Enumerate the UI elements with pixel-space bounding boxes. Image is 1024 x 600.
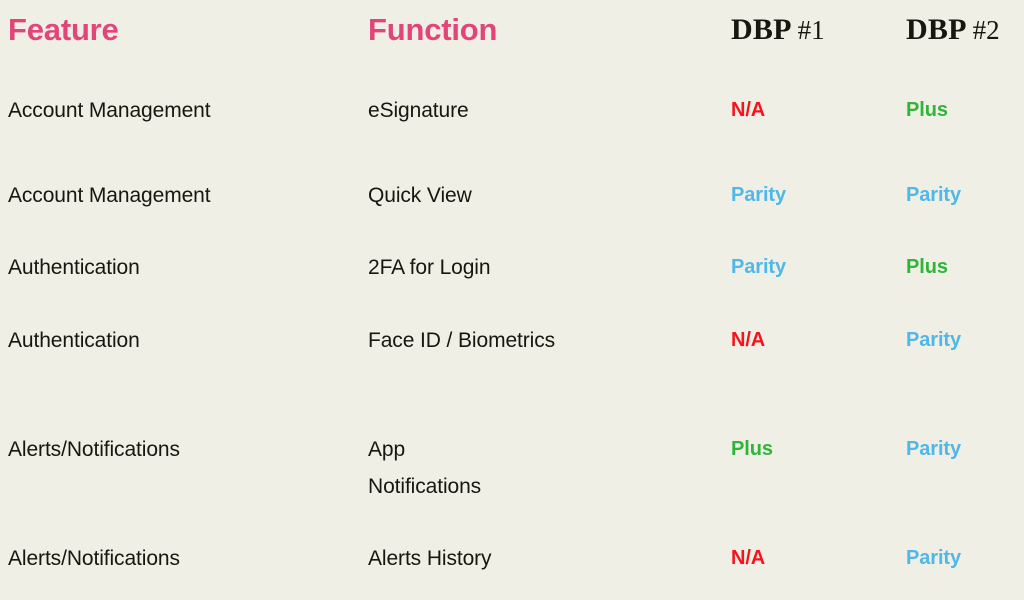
column-header-dbp1: DBP #1	[731, 10, 899, 50]
cell-dbp2-status: Parity	[906, 438, 961, 460]
cell-feature: Alerts/Notifications	[8, 547, 180, 570]
column-header-dbp2-label: DBP	[906, 13, 965, 46]
column-header-dbp1-number: #1	[797, 15, 825, 45]
cell-dbp1-status: N/A	[731, 99, 766, 121]
cell-feature: Account Management	[8, 184, 211, 207]
cell-feature: Authentication	[8, 256, 140, 279]
cell-function: eSignature	[368, 99, 469, 122]
cell-dbp2-status: Plus	[906, 256, 948, 278]
cell-feature: Authentication	[8, 329, 140, 352]
cell-dbp2-status: Parity	[906, 547, 961, 569]
column-header-dbp1-label: DBP	[731, 13, 790, 46]
cell-function: Quick View	[368, 184, 472, 207]
column-header-feature: Feature	[8, 12, 119, 47]
cell-dbp1-status: N/A	[731, 547, 766, 569]
cell-dbp1-status: N/A	[731, 329, 766, 351]
cell-dbp1-status: Parity	[731, 256, 786, 278]
column-header-dbp2-number: #2	[972, 15, 1000, 45]
cell-function: 2FA for Login	[368, 256, 491, 279]
column-header-dbp2: DBP #2	[906, 10, 1024, 50]
cell-dbp1-status: Plus	[731, 438, 773, 460]
cell-dbp2-status: Parity	[906, 329, 961, 351]
column-header-function: Function	[368, 12, 498, 47]
cell-feature: Account Management	[8, 99, 211, 122]
cell-function: Alerts History	[368, 547, 492, 570]
cell-function: Face ID / Biometrics	[368, 329, 556, 352]
cell-dbp1-status: Parity	[731, 184, 786, 206]
cell-function: App Notifications	[368, 438, 482, 498]
cell-dbp2-status: Parity	[906, 184, 961, 206]
cell-dbp2-status: Plus	[906, 99, 948, 121]
cell-feature: Alerts/Notifications	[8, 438, 180, 461]
